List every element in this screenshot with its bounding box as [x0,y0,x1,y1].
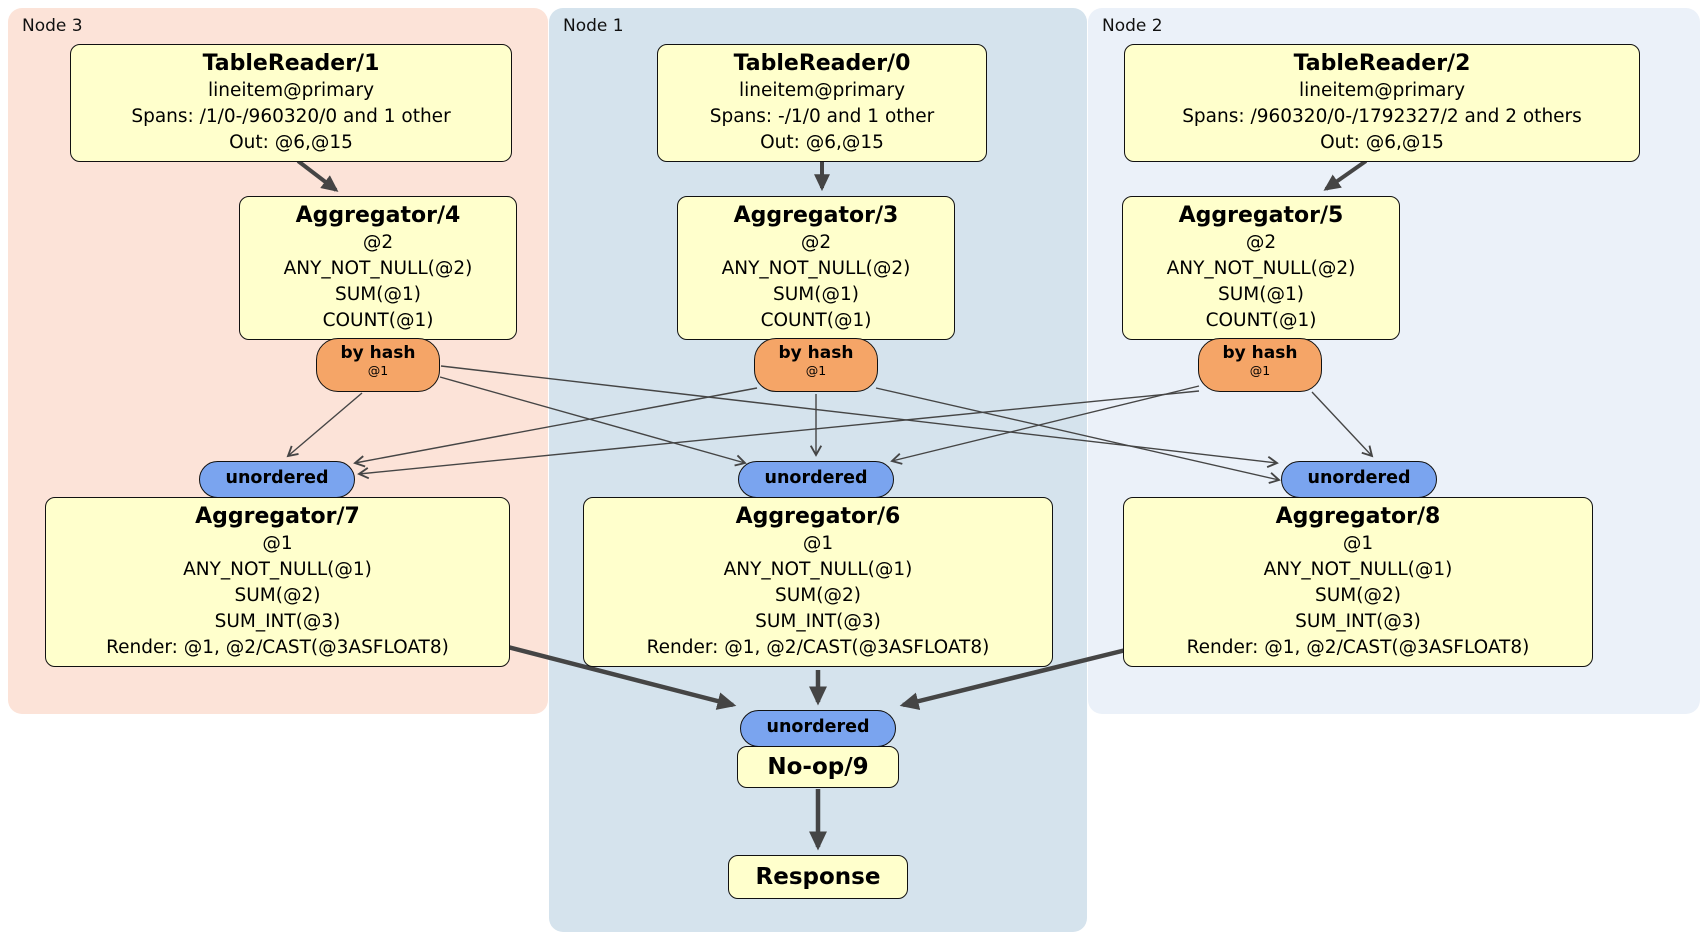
aggregator-3-line: SUM(@1) [773,284,859,305]
aggregator-4-box: Aggregator/4 @2 ANY_NOT_NULL(@2) SUM(@1)… [239,196,517,340]
aggregator-6-title: Aggregator/6 [735,504,901,529]
table-reader-0-spans: Spans: -/1/0 and 1 other [709,106,935,127]
table-reader-1-box: TableReader/1 lineitem@primary Spans: /1… [70,44,512,162]
aggregator-5-title: Aggregator/5 [1178,203,1344,228]
hash-router-node3-key: @1 [367,363,389,378]
aggregator-7-line: @1 [262,533,293,554]
hash-router-node3-label: by hash [340,343,416,363]
aggregator-3-box: Aggregator/3 @2 ANY_NOT_NULL(@2) SUM(@1)… [677,196,955,340]
aggregator-5-line: ANY_NOT_NULL(@2) [1166,258,1356,279]
aggregator-4-title: Aggregator/4 [295,203,461,228]
aggregator-7-line: ANY_NOT_NULL(@1) [183,559,372,580]
aggregator-3-line: ANY_NOT_NULL(@2) [721,258,911,279]
unordered-stream-final: unordered [740,710,896,747]
table-reader-0-out: Out: @6,@15 [760,132,884,153]
aggregator-4-line: ANY_NOT_NULL(@2) [283,258,473,279]
table-reader-1-out: Out: @6,@15 [229,132,353,153]
aggregator-5-box: Aggregator/5 @2 ANY_NOT_NULL(@2) SUM(@1)… [1122,196,1400,340]
aggregator-3-line: COUNT(@1) [760,310,872,331]
aggregator-6-box: Aggregator/6 @1 ANY_NOT_NULL(@1) SUM(@2)… [583,497,1053,667]
response-box: Response [728,855,908,899]
unordered-stream-node2: unordered [1281,461,1437,498]
aggregator-5-line: COUNT(@1) [1205,310,1317,331]
table-reader-2-box: TableReader/2 lineitem@primary Spans: /9… [1124,44,1640,162]
aggregator-7-title: Aggregator/7 [195,504,360,529]
table-reader-1-title: TableReader/1 [202,51,380,76]
aggregator-7-line: Render: @1, @2/CAST(@3ASFLOAT8) [106,637,449,658]
aggregator-8-line: Render: @1, @2/CAST(@3ASFLOAT8) [1186,637,1530,658]
aggregator-7-box: Aggregator/7 @1 ANY_NOT_NULL(@1) SUM(@2)… [45,497,510,667]
noop-box: No-op/9 [737,746,899,788]
aggregator-6-line: SUM(@2) [775,585,861,606]
aggregator-8-line: SUM(@2) [1315,585,1401,606]
node-2-label: Node 2 [1102,16,1163,36]
hash-router-node2-label: by hash [1222,343,1298,363]
table-reader-1-spans: Spans: /1/0-/960320/0 and 1 other [131,106,451,127]
aggregator-4-line: SUM(@1) [335,284,421,305]
table-reader-0-title: TableReader/0 [733,51,911,76]
aggregator-8-box: Aggregator/8 @1 ANY_NOT_NULL(@1) SUM(@2)… [1123,497,1593,667]
table-reader-2-index: lineitem@primary [1298,80,1466,101]
table-reader-0-box: TableReader/0 lineitem@primary Spans: -/… [657,44,987,162]
aggregator-8-line: @1 [1342,533,1374,554]
aggregator-3-title: Aggregator/3 [733,203,899,228]
table-reader-1-index: lineitem@primary [207,80,375,101]
aggregator-7-line: SUM(@2) [234,585,321,606]
aggregator-6-line: SUM_INT(@3) [755,611,881,632]
unordered-stream-node3: unordered [199,461,355,498]
aggregator-6-line: ANY_NOT_NULL(@1) [723,559,913,580]
hash-router-node1-label: by hash [778,343,854,363]
aggregator-5-line: SUM(@1) [1218,284,1304,305]
node-3-label: Node 3 [22,16,83,36]
hash-router-node2-key: @1 [1249,363,1271,378]
table-reader-2-title: TableReader/2 [1293,51,1471,76]
aggregator-6-line: Render: @1, @2/CAST(@3ASFLOAT8) [646,637,990,658]
aggregator-8-title: Aggregator/8 [1275,504,1441,529]
aggregator-8-line: ANY_NOT_NULL(@1) [1263,559,1453,580]
table-reader-2-out: Out: @6,@15 [1320,132,1444,153]
aggregator-5-line: @2 [1245,232,1277,253]
aggregator-3-line: @2 [800,232,832,253]
aggregator-6-line: @1 [802,533,834,554]
aggregator-8-line: SUM_INT(@3) [1295,611,1421,632]
aggregator-7-line: SUM_INT(@3) [214,611,341,632]
aggregator-4-line: COUNT(@1) [322,310,434,331]
aggregator-4-line: @2 [362,232,394,253]
unordered-stream-node1: unordered [738,461,894,498]
hash-router-node2: by hash @1 [1198,338,1322,392]
node-1-label: Node 1 [563,16,624,36]
table-reader-2-spans: Spans: /960320/0-/1792327/2 and 2 others [1182,106,1582,127]
hash-router-node1-key: @1 [805,363,827,378]
hash-router-node1: by hash @1 [754,338,878,392]
table-reader-0-index: lineitem@primary [738,80,906,101]
hash-router-node3: by hash @1 [316,338,440,392]
